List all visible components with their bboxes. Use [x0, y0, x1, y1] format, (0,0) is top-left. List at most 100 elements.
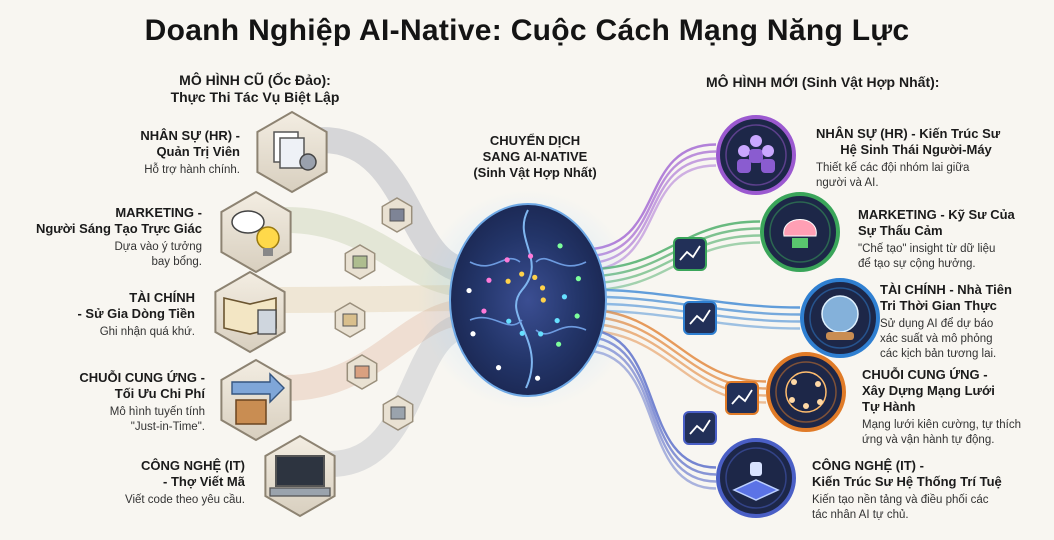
new-item-finance: TÀI CHÍNH - Nhà Tiên Tri Thời Gian Thực … — [880, 282, 1050, 362]
brain-node — [554, 317, 560, 324]
old-fin-title-2: - Sử Gia Dòng Tiền — [77, 306, 195, 321]
transition-line1: CHUYỂN DỊCH — [489, 133, 581, 148]
ai-chip-icon — [683, 411, 717, 445]
old-hr-title-2: Quản Trị Viên — [156, 144, 240, 159]
new-hr-desc-1: Thiết kế các đội nhóm lai giữa — [816, 162, 970, 174]
new-hr-title-2: Hệ Sinh Thái Người-Máy — [840, 142, 992, 157]
file-stack-icon — [381, 197, 413, 233]
crystal-ball-icon — [800, 278, 880, 358]
transition-label: CHUYỂN DỊCH SANG AI-NATIVE (Sinh Vật Hợp… — [460, 133, 610, 181]
old-fin-title-1: TÀI CHÍNH — [129, 290, 195, 305]
arrow-box-icon — [220, 358, 292, 442]
brain-node — [534, 375, 541, 381]
brain-node — [481, 308, 487, 314]
old-sup-title-1: CHUỖI CUNG ỨNG - — [79, 370, 205, 385]
old-mkt-desc-1: Dựa vào ý tưởng — [114, 241, 202, 253]
brain-node — [540, 297, 546, 303]
new-sup-desc-1: Mạng lưới kiên cường, tự thích — [862, 419, 1021, 431]
brain-node — [575, 276, 581, 282]
brain-node — [561, 294, 568, 300]
page-title: Doanh Nghiệp AI-Native: Cuộc Cách Mạng N… — [144, 14, 910, 47]
brain-node — [505, 278, 511, 284]
old-model-heading: MÔ HÌNH CŨ (Ốc Đảo): Thực Thi Tác Vụ Biệ… — [150, 72, 360, 106]
old-hr-title-1: NHÂN SỰ (HR) - — [140, 128, 240, 143]
documents-gear-icon — [256, 110, 328, 194]
brain-node — [486, 277, 492, 283]
box-icon — [344, 244, 376, 280]
ai-brain-hub — [418, 190, 638, 410]
old-mkt-desc-2: bay bổng. — [151, 256, 202, 268]
old-model-mid-icons — [334, 197, 414, 431]
new-it-desc-1: Kiến tạo nền tảng và điều phối các — [812, 494, 989, 506]
new-mkt-desc-1: "Chế tạo" insight từ dữ liệu — [858, 243, 996, 255]
brain-node — [532, 274, 538, 280]
robot-platform-icon — [716, 438, 796, 518]
brain-node — [466, 287, 472, 294]
new-fin-title-2: Tri Thời Gian Thực — [880, 298, 997, 313]
new-sup-title-3: Tự Hành — [862, 399, 916, 414]
brain-node — [574, 313, 580, 319]
new-sup-title-1: CHUỖI CUNG ỨNG - — [862, 367, 988, 382]
brain-node — [470, 331, 476, 337]
code-sheet-icon — [382, 395, 414, 431]
laptop-code-icon — [264, 434, 336, 518]
old-mkt-title-2: Người Sáng Tạo Trực Giác — [35, 221, 202, 236]
old-mkt-title-1: MARKETING - — [115, 205, 202, 220]
new-model-mid-icons — [673, 237, 759, 445]
cloud-network-icon — [673, 237, 707, 271]
old-sup-desc-1: Mô hình tuyến tính — [109, 406, 205, 418]
open-book-icon — [334, 302, 366, 338]
drone-icon — [725, 381, 759, 415]
brain-node — [556, 341, 562, 347]
old-item-finance: TÀI CHÍNH - Sử Gia Dòng Tiền Ghi nhận qu… — [40, 290, 195, 340]
brain-node — [539, 285, 546, 291]
thought-lightbulb-icon — [220, 190, 292, 274]
old-it-desc-1: Viết code theo yêu cầu. — [125, 494, 245, 506]
new-model-icons — [716, 115, 880, 518]
new-sup-desc-2: ứng và vận hành tự động. — [862, 434, 995, 446]
old-item-hr: NHÂN SỰ (HR) - Quản Trị Viên Hỗ trợ hành… — [40, 128, 240, 178]
new-it-desc-2: tác nhân AI tự chủ. — [812, 509, 909, 521]
old-it-title-2: - Thợ Viết Mã — [163, 474, 245, 489]
new-it-title-1: CÔNG NGHỆ (IT) - — [812, 458, 924, 473]
new-model-heading: MÔ HÌNH MỚI (Sinh Vật Hợp Nhất): — [706, 74, 940, 90]
new-sup-title-2: Xây Dựng Mạng Lưới — [862, 383, 995, 398]
old-item-it: CÔNG NGHỆ (IT) - Thợ Viết Mã Viết code t… — [80, 458, 245, 508]
old-model-heading-line2: Thực Thi Tác Vụ Biệt Lập — [170, 89, 340, 105]
new-hr-desc-2: người và AI. — [816, 177, 879, 189]
old-it-title-1: CÔNG NGHỆ (IT) — [141, 458, 245, 473]
brain-node — [504, 257, 510, 263]
brain-node — [495, 365, 502, 371]
globe-network-icon — [766, 352, 846, 432]
old-sup-title-2: Tối Ưu Chi Phí — [114, 386, 205, 401]
new-fin-desc-1: Sử dụng AI để dự báo — [880, 318, 994, 330]
old-hr-desc-1: Hỗ trợ hành chính. — [144, 164, 240, 176]
arrow-icon — [346, 354, 378, 390]
brain-node — [506, 318, 512, 324]
old-model-heading-line1: MÔ HÌNH CŨ (Ốc Đảo): — [179, 72, 331, 88]
new-fin-desc-2: xác suất và mô phỏng — [880, 333, 993, 345]
new-item-hr: NHÂN SỰ (HR) - Kiến Trúc Sư Hệ Sinh Thái… — [816, 126, 1046, 191]
brain-node — [519, 271, 525, 277]
new-item-supply: CHUỖI CUNG ỨNG - Xây Dựng Mạng Lưới Tự H… — [862, 367, 1052, 448]
old-item-supply: CHUỖI CUNG ỨNG - Tối Ưu Chi Phí Mô hình … — [40, 370, 205, 435]
human-robot-team-icon — [716, 115, 796, 195]
brain-node — [527, 253, 534, 259]
new-fin-title-1: TÀI CHÍNH - Nhà Tiên — [880, 282, 1012, 297]
old-fin-desc-1: Ghi nhận quá khứ. — [99, 326, 195, 338]
new-mkt-title-2: Sự Thấu Cảm — [858, 223, 943, 238]
transition-line2: SANG AI-NATIVE — [482, 149, 588, 164]
ledger-calculator-icon — [214, 270, 286, 354]
new-item-it: CÔNG NGHỆ (IT) - Kiến Trúc Sư Hệ Thống T… — [812, 458, 1050, 523]
new-it-title-2: Kiến Trúc Sư Hệ Thống Trí Tuệ — [812, 474, 1002, 489]
transition-line3: (Sinh Vật Hợp Nhất) — [473, 165, 597, 180]
old-item-marketing: MARKETING - Người Sáng Tạo Trực Giác Dựa… — [20, 205, 202, 270]
brain-node — [557, 243, 563, 249]
new-hr-title-1: NHÂN SỰ (HR) - Kiến Trúc Sư — [816, 126, 1001, 141]
new-item-marketing: MARKETING - Kỹ Sư Của Sự Thấu Cảm "Chế t… — [858, 207, 1048, 272]
new-mkt-title-1: MARKETING - Kỹ Sư Của — [858, 207, 1015, 222]
old-model-icons — [214, 110, 336, 518]
old-sup-desc-2: "Just-in-Time". — [130, 421, 205, 433]
line-chart-icon — [683, 301, 717, 335]
